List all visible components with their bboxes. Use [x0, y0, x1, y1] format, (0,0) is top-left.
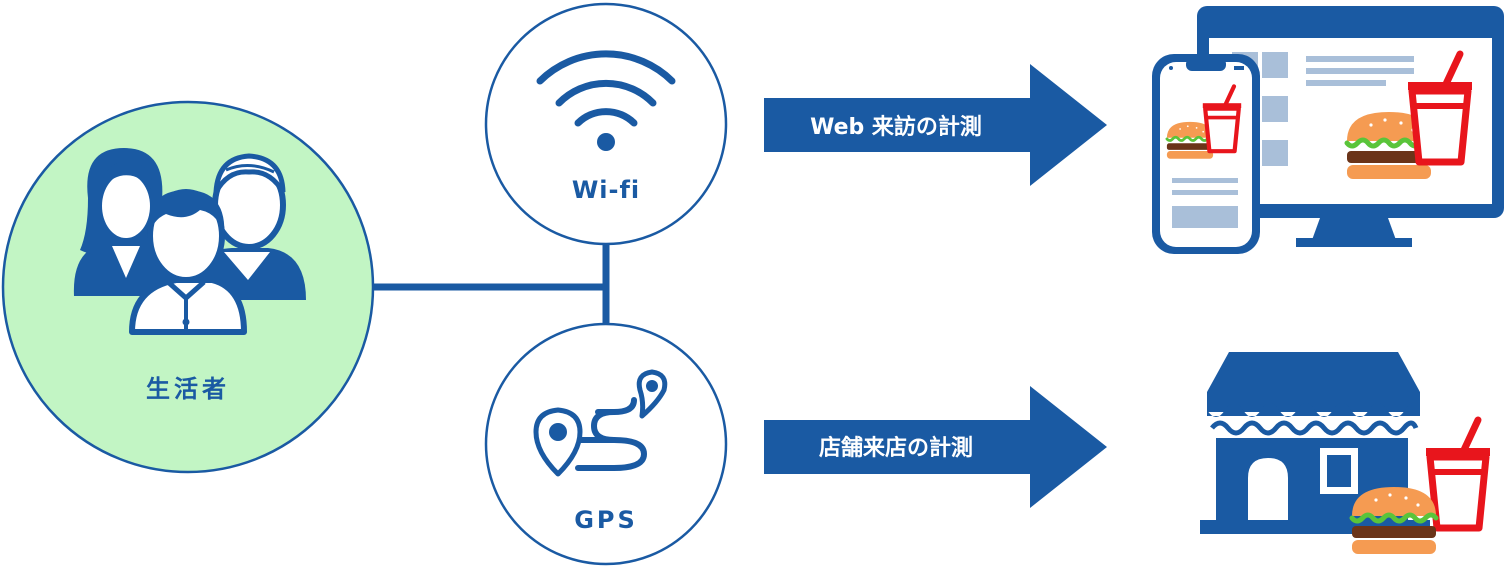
wifi-label: Wi-fi	[572, 176, 640, 204]
connector-lines	[372, 242, 610, 324]
wifi-node: Wi-fi	[484, 2, 728, 246]
arrow-web-visit-label: Web 来訪の計測	[810, 114, 982, 140]
route-icon	[533, 369, 668, 477]
people-icon	[73, 148, 306, 335]
arrow-web-visit: Web 来訪の計測	[764, 64, 1107, 186]
wifi-dot-icon	[597, 133, 615, 151]
consumer-label: 生活者	[146, 375, 230, 403]
gps-node: GPS	[484, 322, 728, 566]
consumer-node: 生活者	[1, 100, 375, 474]
arrow-store-visit: 店舗来店の計測	[764, 386, 1107, 508]
store-illustration	[1200, 352, 1490, 554]
gps-label: GPS	[574, 506, 638, 534]
smartphone-icon	[1152, 54, 1260, 254]
arrow-store-visit-label: 店舗来店の計測	[819, 435, 973, 461]
wifi-icon	[536, 50, 676, 127]
web-devices-illustration	[1152, 6, 1504, 254]
